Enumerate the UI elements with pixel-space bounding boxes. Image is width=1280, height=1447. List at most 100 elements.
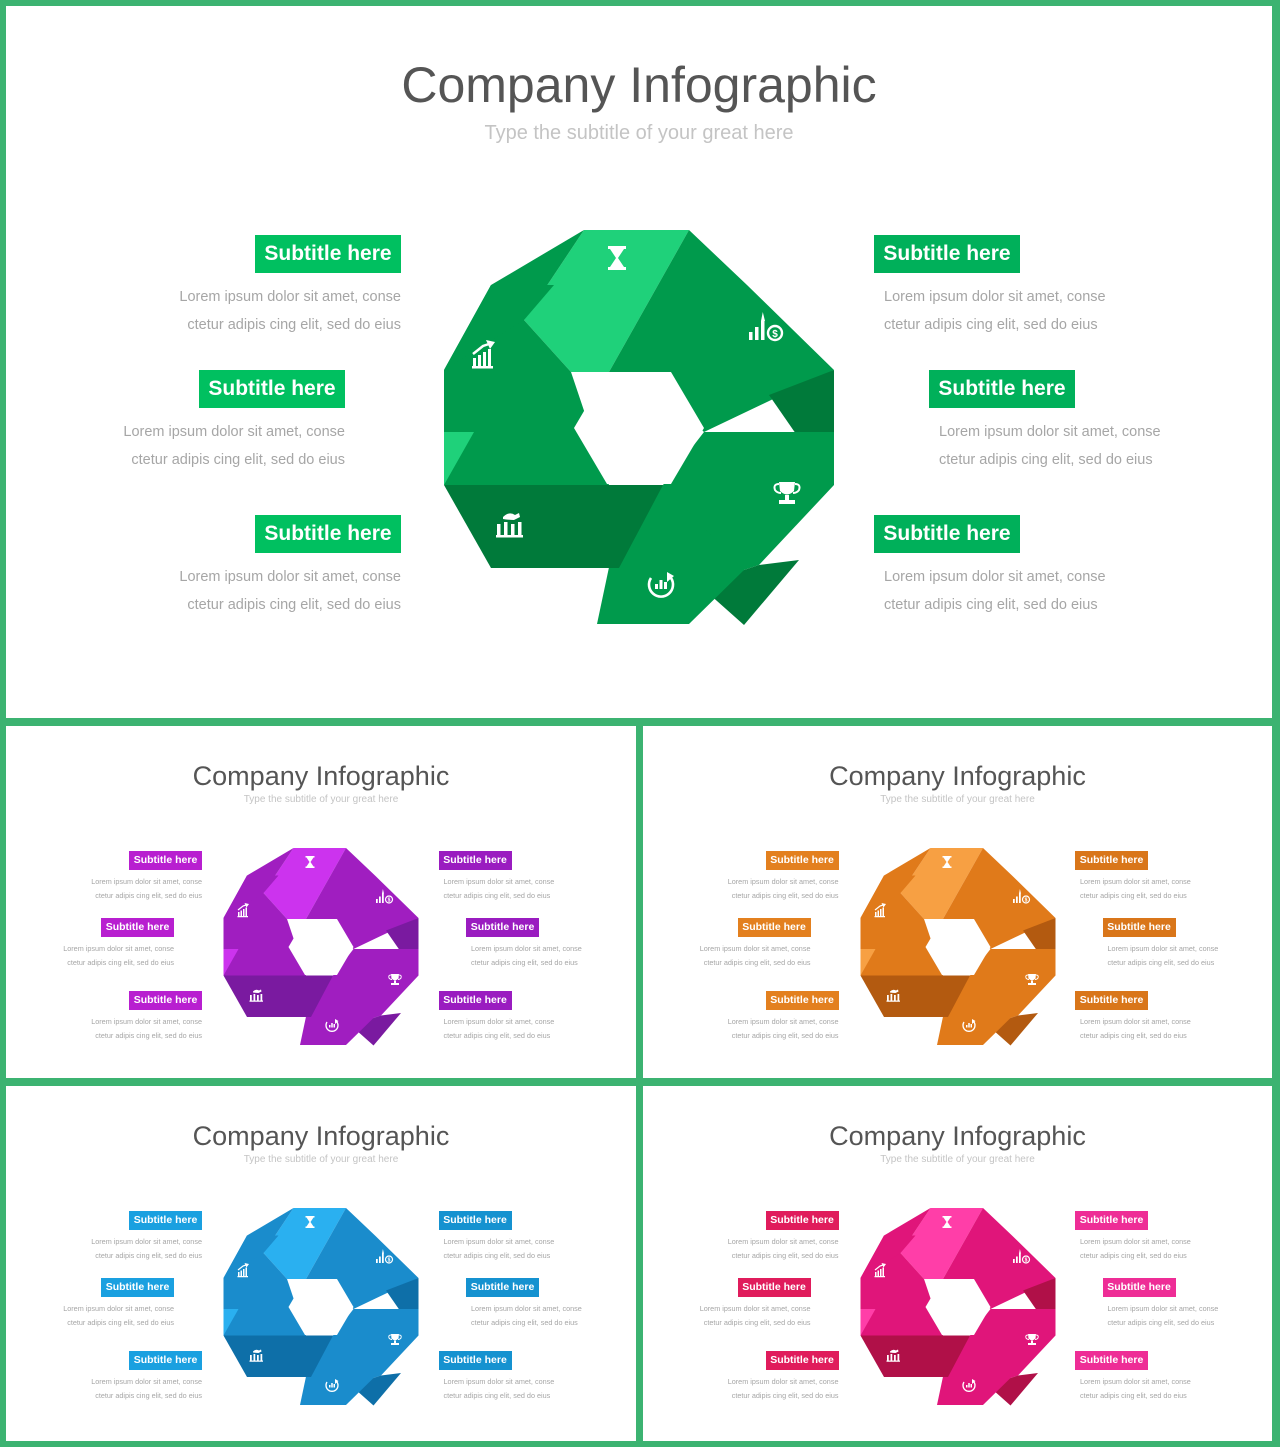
description-line: Lorem ipsum dolor sit amet, conse	[179, 289, 401, 305]
description-line: ctetur adipis cing elit, sed do eius	[731, 890, 839, 900]
growth-chart-icon	[472, 340, 495, 369]
knot-segment	[860, 1235, 915, 1278]
slide-title: Company Infographic	[401, 57, 877, 113]
knot-center-hole	[925, 919, 990, 975]
knot-center-hole	[288, 919, 354, 975]
subtitle-label: Subtitle here	[129, 1350, 202, 1370]
description-line: ctetur adipis cing elit, sed do eius	[67, 958, 174, 967]
subtitle-label: Subtitle here	[438, 1210, 512, 1230]
subtitle-label: Subtitle here	[874, 515, 1020, 553]
description-line: ctetur adipis cing elit, sed do eius	[1080, 1250, 1187, 1260]
description-line: ctetur adipis cing elit, sed do eius	[1080, 890, 1187, 900]
description-line: Lorem ipsum dolor sit amet, conse	[91, 876, 202, 886]
subtitle-label: Subtitle here	[765, 1350, 839, 1370]
knot-segment	[444, 230, 609, 485]
refresh-chart-icon	[325, 1379, 339, 1392]
subtitle-label: Subtitle here	[466, 1278, 539, 1297]
description-line: Lorem ipsum dolor sit amet, conse	[884, 569, 1106, 585]
item-description: Lorem ipsum dolor sit amet, conse ctetur …	[884, 283, 1114, 339]
description-line: ctetur adipis cing elit, sed do eius	[443, 1390, 551, 1400]
description-line: Lorem ipsum dolor sit amet, conse	[91, 1236, 202, 1246]
subtitle-label: Subtitle here	[438, 850, 512, 870]
description-line: Lorem ipsum dolor sit amet, conse	[1107, 944, 1219, 953]
svg-text:$: $	[772, 329, 778, 340]
svg-text:$: $	[388, 898, 391, 904]
description-line: Lorem ipsum dolor sit amet, conse	[123, 424, 345, 440]
subtitle-label: Subtitle here	[129, 1210, 202, 1230]
hourglass-icon	[305, 856, 315, 868]
refresh-chart-icon	[647, 572, 675, 598]
slide-title: Company Infographic	[829, 1121, 1086, 1151]
description-line: Lorem ipsum dolor sit amet, conse	[699, 944, 811, 953]
knot-segment	[900, 848, 983, 919]
slide-title: Company Infographic	[192, 761, 450, 791]
description-line: ctetur adipis cing elit, sed do eius	[703, 1318, 811, 1327]
subtitle-label: Subtitle here	[765, 850, 839, 870]
subtitle-label: Subtitle here	[1102, 918, 1176, 937]
refresh-chart-icon	[325, 1019, 339, 1032]
description-line: ctetur adipis cing elit, sed do eius	[731, 1250, 839, 1260]
slide-subtitle: Type the subtitle of your great here	[484, 122, 794, 144]
hexagon-knot-diagram: $	[860, 1208, 1055, 1406]
item-description: Lorem ipsum dolor sit amet, conse ctetur …	[696, 942, 811, 970]
growth-chart-icon	[874, 903, 886, 918]
description-line: ctetur adipis cing elit, sed do eius	[443, 890, 551, 900]
trophy-icon	[388, 1334, 402, 1345]
growth-dollar-icon: $	[749, 312, 784, 342]
subtitle-label: Subtitle here	[1075, 1210, 1148, 1230]
description-line: Lorem ipsum dolor sit amet, conse	[63, 1304, 174, 1313]
svg-text:$: $	[1024, 1258, 1027, 1264]
description-line: ctetur adipis cing elit, sed do eius	[1107, 958, 1215, 967]
knot-segment	[987, 1013, 1038, 1046]
description-line: ctetur adipis cing elit, sed do eius	[884, 317, 1098, 333]
description-line: ctetur adipis cing elit, sed do eius	[443, 1250, 551, 1260]
description-line: Lorem ipsum dolor sit amet, conse	[91, 1016, 202, 1026]
item-description: Lorem ipsum dolor sit amet, conse ctetur …	[724, 1235, 839, 1263]
knot-segment	[699, 560, 799, 625]
description-line: Lorem ipsum dolor sit amet, conse	[443, 1016, 555, 1026]
trophy-icon	[388, 974, 402, 985]
description-line: Lorem ipsum dolor sit amet, conse	[727, 1236, 839, 1246]
slide-title: Company Infographic	[829, 761, 1086, 791]
description-line: Lorem ipsum dolor sit amet, conse	[91, 1376, 202, 1386]
subtitle-label: Subtitle here	[255, 515, 401, 553]
description-line: ctetur adipis cing elit, sed do eius	[471, 1318, 578, 1327]
description-line: ctetur adipis cing elit, sed do eius	[939, 452, 1153, 468]
description-line: Lorem ipsum dolor sit amet, conse	[727, 876, 839, 886]
hand-bars-icon	[886, 1349, 900, 1362]
knot-segment	[444, 485, 663, 568]
knot-segment	[351, 1013, 401, 1046]
description-line: Lorem ipsum dolor sit amet, conse	[179, 569, 401, 585]
slide-subtitle: Type the subtitle of your great here	[880, 1154, 1035, 1165]
subtitle-label: Subtitle here	[466, 918, 539, 937]
slide-subtitle: Type the subtitle of your great here	[880, 794, 1035, 805]
hand-bars-icon	[249, 989, 263, 1002]
hexagon-knot-diagram: $	[223, 1208, 419, 1406]
subtitle-label: Subtitle here	[1102, 1278, 1176, 1297]
growth-chart-icon	[237, 903, 249, 918]
knot-segment	[860, 1208, 943, 1336]
slide-subtitle: Type the subtitle of your great here	[243, 794, 399, 805]
item-description: Lorem ipsum dolor sit amet, conse ctetur …	[1108, 942, 1223, 970]
description-line: ctetur adipis cing elit, sed do eius	[703, 958, 811, 967]
description-line: ctetur adipis cing elit, sed do eius	[731, 1390, 839, 1400]
subtitle-label: Subtitle here	[874, 235, 1020, 273]
hourglass-icon	[942, 1216, 951, 1228]
subtitle-label: Subtitle here	[765, 1210, 839, 1230]
description-line: Lorem ipsum dolor sit amet, conse	[884, 289, 1106, 305]
description-line: Lorem ipsum dolor sit amet, conse	[699, 1304, 811, 1313]
